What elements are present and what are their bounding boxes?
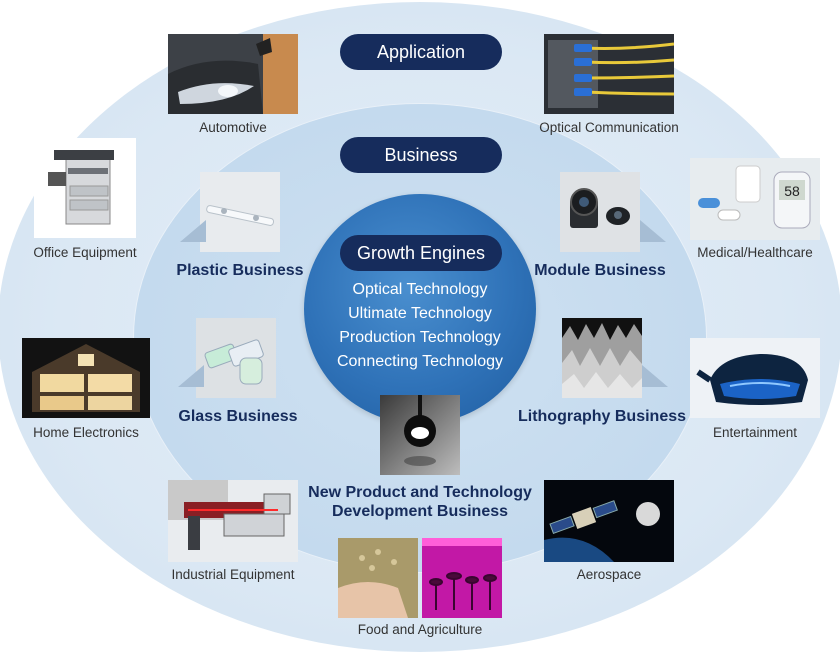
application-label: Application — [340, 34, 502, 70]
plastic-arrow — [180, 220, 206, 242]
tech-ultimate: Ultimate Technology — [348, 305, 492, 322]
home-electronics-photo — [22, 338, 150, 418]
glass-arrow — [178, 365, 204, 387]
tech-connecting: Connecting Technology — [336, 353, 504, 370]
meter-reading: 58 — [784, 183, 800, 199]
food-label: Food and Agriculture — [357, 622, 483, 637]
food-photo-grain — [338, 538, 418, 618]
office-equipment-photo — [34, 138, 136, 238]
tech-optical: Optical Technology — [352, 281, 488, 298]
plastic-business-photo — [200, 172, 280, 252]
module-business-photo — [560, 172, 640, 252]
glucose-meter-icon: 58 — [690, 158, 820, 240]
tech-production: Production Technology — [339, 329, 501, 346]
food-photo-plants — [422, 538, 502, 618]
lithography-arrow — [642, 365, 668, 387]
new-product-label-line2: Development Business — [331, 503, 509, 520]
growth-engines-label: Growth Engines — [340, 235, 502, 271]
fiber-cable-icon — [544, 34, 674, 114]
entertainment-label: Entertainment — [712, 425, 798, 440]
growth-engines-core — [304, 194, 536, 424]
office-equipment-label: Office Equipment — [33, 245, 137, 260]
industrial-photo — [168, 480, 298, 562]
aerospace-photo — [544, 480, 674, 562]
automotive-label: Automotive — [199, 120, 267, 135]
lithography-business-label: Lithography Business — [517, 408, 687, 425]
glass-business-label: Glass Business — [178, 408, 298, 425]
entertainment-photo — [690, 338, 820, 418]
module-business-label: Module Business — [534, 262, 666, 279]
grain-hands-icon — [338, 538, 418, 618]
microstructure-icon — [562, 318, 642, 398]
house-icon — [22, 338, 150, 418]
camera-module-icon — [560, 172, 640, 252]
glass-business-photo — [196, 318, 276, 398]
medical-photo: 58 — [690, 158, 820, 240]
automotive-photo — [168, 34, 298, 114]
plastic-lens-icon — [200, 172, 280, 252]
optical-communication-photo — [544, 34, 674, 114]
new-product-photo — [380, 395, 460, 475]
aerospace-label: Aerospace — [576, 567, 642, 582]
lens-sphere-icon — [380, 395, 460, 475]
plastic-business-label: Plastic Business — [176, 262, 304, 279]
lithography-business-photo — [562, 318, 642, 398]
optical-communication-label: Optical Communication — [539, 120, 679, 135]
grow-light-plants-icon — [422, 538, 502, 618]
printer-icon — [34, 138, 136, 238]
medical-label: Medical/Healthcare — [697, 245, 813, 260]
vr-headset-icon — [690, 338, 820, 418]
glass-lens-icon — [196, 318, 276, 398]
business-label: Business — [340, 137, 502, 173]
module-arrow — [640, 220, 666, 242]
new-product-label-line1: New Product and Technology — [308, 484, 532, 501]
car-headlight-icon — [168, 34, 298, 114]
sensor-device-icon — [168, 480, 298, 562]
home-electronics-label: Home Electronics — [33, 425, 139, 440]
satellite-icon — [544, 480, 674, 562]
industrial-label: Industrial Equipment — [171, 567, 295, 582]
